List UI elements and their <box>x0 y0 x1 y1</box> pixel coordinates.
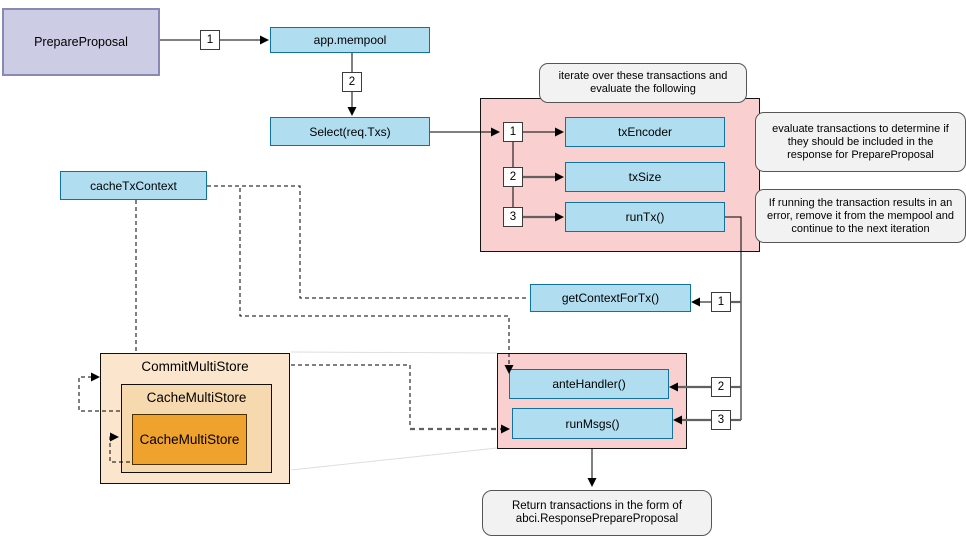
badge-iterate-3: 3 <box>503 207 523 227</box>
callout-error-note: If running the transaction results in an… <box>755 189 966 243</box>
cache-multi-store-inner-label: CacheMultiStore <box>139 432 240 447</box>
node-run-msgs: runMsgs() <box>512 408 673 439</box>
commit-multi-store-label: CommitMultiStore <box>141 359 249 374</box>
badge-ante-2: 2 <box>711 377 731 397</box>
node-run-tx: runTx() <box>565 202 725 232</box>
node-prepare-proposal: PrepareProposal <box>2 8 160 76</box>
commit-multi-store-box: CommitMultiStore CacheMultiStore CacheMu… <box>100 353 290 484</box>
node-get-context-for-tx: getContextForTx() <box>530 284 691 312</box>
badge-runmsgs-3: 3 <box>711 410 731 430</box>
callout-iterate-note: iterate over these transactions and eval… <box>539 63 747 103</box>
cache-multi-store-box: CacheMultiStore CacheMultiStore <box>121 384 272 473</box>
cache-multi-store-inner-box: CacheMultiStore <box>132 414 247 465</box>
node-select-req-txs: Select(req.Txs) <box>270 117 430 146</box>
node-cache-tx-context: cacheTxContext <box>60 171 207 200</box>
badge-iterate-1: 1 <box>503 122 523 142</box>
node-ante-handler: anteHandler() <box>509 369 669 399</box>
node-tx-size: txSize <box>565 162 725 192</box>
badge-iterate-2: 2 <box>503 167 523 187</box>
badge-context-1: 1 <box>711 292 731 312</box>
callout-evaluate-note: evaluate transactions to determine if th… <box>755 112 966 172</box>
node-app-mempool: app.mempool <box>270 27 430 53</box>
callout-return-note: Return transactions in the form of abci.… <box>482 490 712 536</box>
magnifier-lines <box>290 351 498 471</box>
badge-step-1: 1 <box>200 30 220 50</box>
badge-step-2: 2 <box>342 72 362 92</box>
node-tx-encoder: txEncoder <box>565 117 725 147</box>
cache-multi-store-label: CacheMultiStore <box>146 390 247 405</box>
